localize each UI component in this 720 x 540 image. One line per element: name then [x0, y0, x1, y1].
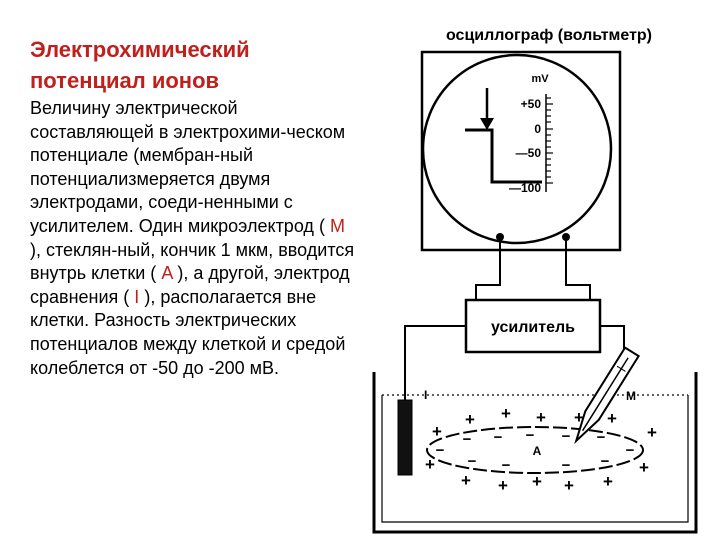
charge-plus: + — [465, 410, 475, 429]
wire-amp-reference — [404, 325, 466, 400]
charge-plus: + — [607, 409, 617, 428]
oscillograph-screen — [421, 53, 613, 245]
microelectrode-mark — [616, 365, 626, 372]
charge-plus: + — [639, 458, 649, 477]
charge-minus: − — [526, 427, 535, 444]
microelectrode — [574, 346, 641, 445]
slide-title: Электрохимический потенциал ионов — [30, 34, 360, 96]
title-line-1: Электрохимический — [30, 37, 250, 62]
charge-plus: + — [432, 422, 442, 441]
charge-plus: + — [532, 472, 542, 491]
charge-plus: + — [461, 471, 471, 490]
outer-charges: + + + + + + + + + + + + + + — [425, 404, 657, 495]
paragraph-part-4: ), располагается вне клетки. Разность эл… — [30, 286, 346, 378]
symbol-m: M — [329, 215, 345, 236]
charge-minus: − — [502, 457, 511, 474]
scale-label-plus50: +50 — [521, 97, 542, 111]
scale-unit: mV — [531, 73, 549, 85]
wire-amp-micro — [600, 325, 625, 352]
microelectrode-wire — [581, 357, 629, 432]
charge-minus: − — [436, 442, 445, 459]
wire-osc-amp-left — [475, 237, 501, 300]
charge-plus: + — [425, 455, 435, 474]
charge-minus: − — [468, 453, 477, 470]
bath-inner — [381, 395, 689, 523]
inner-charges: − − − − − − − − − − − — [436, 427, 635, 474]
amplifier-label: усилитель — [491, 319, 575, 336]
reference-electrode-label: I — [424, 388, 427, 402]
charge-minus: − — [626, 442, 635, 459]
paragraph-part-2: ), стеклян-ный, кончик 1 мкм, вводится в… — [30, 239, 355, 284]
scale-label-minus50: —50 — [516, 146, 542, 160]
charge-plus: + — [498, 476, 508, 495]
potential-trace — [465, 128, 542, 184]
scale-label-zero: 0 — [534, 122, 541, 136]
cell-membrane — [426, 426, 644, 474]
charge-plus: + — [501, 404, 511, 423]
scale-ticks — [546, 97, 553, 184]
symbol-a: A — [161, 263, 173, 284]
charge-minus: − — [597, 429, 606, 446]
bath-outer — [372, 372, 698, 534]
paragraph-part-1: Величину электрической составляющей в эл… — [30, 98, 346, 236]
wire-osc-amp-right — [565, 237, 591, 300]
charge-plus: + — [536, 408, 546, 427]
charge-minus: − — [601, 453, 610, 470]
oscillograph-label: осциллограф (вольтметр) — [446, 27, 652, 44]
charge-plus: + — [603, 472, 613, 491]
microelectrode-label: M — [626, 389, 636, 403]
charge-minus: − — [562, 428, 571, 445]
charge-plus: + — [574, 408, 584, 427]
charge-minus: − — [463, 431, 472, 448]
microelectrode-glass — [574, 346, 641, 445]
charge-minus: − — [494, 429, 503, 446]
charge-plus: + — [564, 476, 574, 495]
pointer-arrow-head — [480, 118, 494, 130]
symbol-i: I — [134, 286, 140, 307]
charge-minus: − — [562, 457, 571, 474]
cell-label: A — [533, 444, 542, 458]
body-paragraph: Величину электрической составляющей в эл… — [30, 97, 360, 380]
charge-plus: + — [647, 423, 657, 442]
paragraph-part-3: ), а другой, электрод сравнения ( — [30, 263, 350, 307]
reference-electrode — [397, 399, 413, 476]
scale-label-minus100: —100 — [509, 181, 541, 195]
title-line-2: потенциал ионов — [30, 68, 220, 93]
